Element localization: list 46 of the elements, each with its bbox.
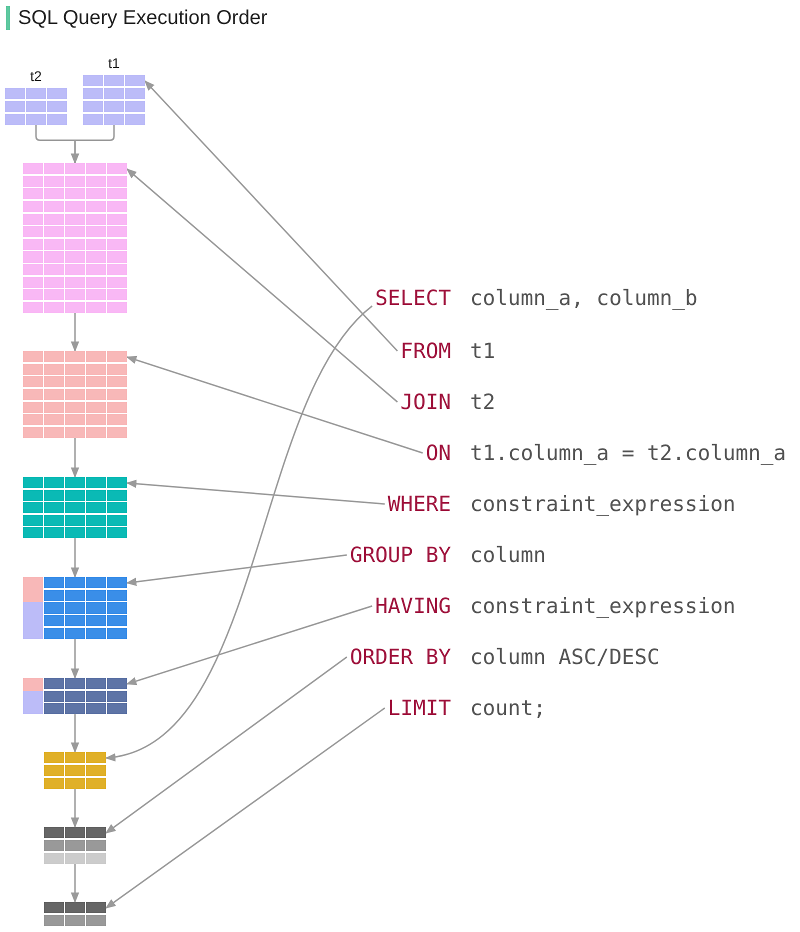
arrow [126,168,398,403]
arrow [144,80,398,352]
sql-keyword: GROUP BY [350,542,451,568]
sql-clause: column_a, column_b [470,285,698,311]
table-icon [23,577,127,639]
sql-keyword: HAVING [375,593,451,619]
arrow [126,356,423,454]
table-icon [23,163,127,313]
table-icon [44,902,106,926]
arrow [105,656,348,834]
arrow [70,125,115,164]
table-icon [44,752,106,789]
arrow [104,305,373,760]
sql-clause: count; [470,695,546,721]
sql-keyword: ON [426,440,451,466]
arrow [70,313,80,352]
arrow [70,864,80,904]
sql-keyword: SELECT [375,285,451,311]
arrow [70,789,80,828]
sql-clause: t2 [470,389,496,415]
table-icon [23,477,127,538]
arrow [70,639,80,680]
arrow [126,605,372,686]
arrow [126,480,385,505]
table-label: t1 [108,55,120,71]
sql-keyword: ORDER BY [350,644,451,670]
sql-keyword: JOIN [400,389,451,415]
table-label: t2 [30,68,42,84]
sql-clause: constraint_expression [470,593,736,619]
sql-clause: constraint_expression [470,491,736,517]
sql-keyword: LIMIT [388,695,451,721]
table-icon [23,678,127,714]
sql-keyword: FROM [400,338,451,364]
arrow [70,714,80,754]
arrow [70,438,80,478]
sql-clause: column ASC/DESC [470,644,660,670]
sql-clause: t1.column_a = t2.column_a [470,440,786,466]
diagram-title: SQL Query Execution Order [6,6,268,30]
sql-clause: t1 [470,338,496,364]
table-icon [44,827,106,864]
table-icon [23,351,127,438]
arrow [70,538,80,578]
sql-keyword: WHERE [388,491,451,517]
arrow [105,707,386,909]
arrow [126,554,347,586]
sql-clause: column [470,542,546,568]
